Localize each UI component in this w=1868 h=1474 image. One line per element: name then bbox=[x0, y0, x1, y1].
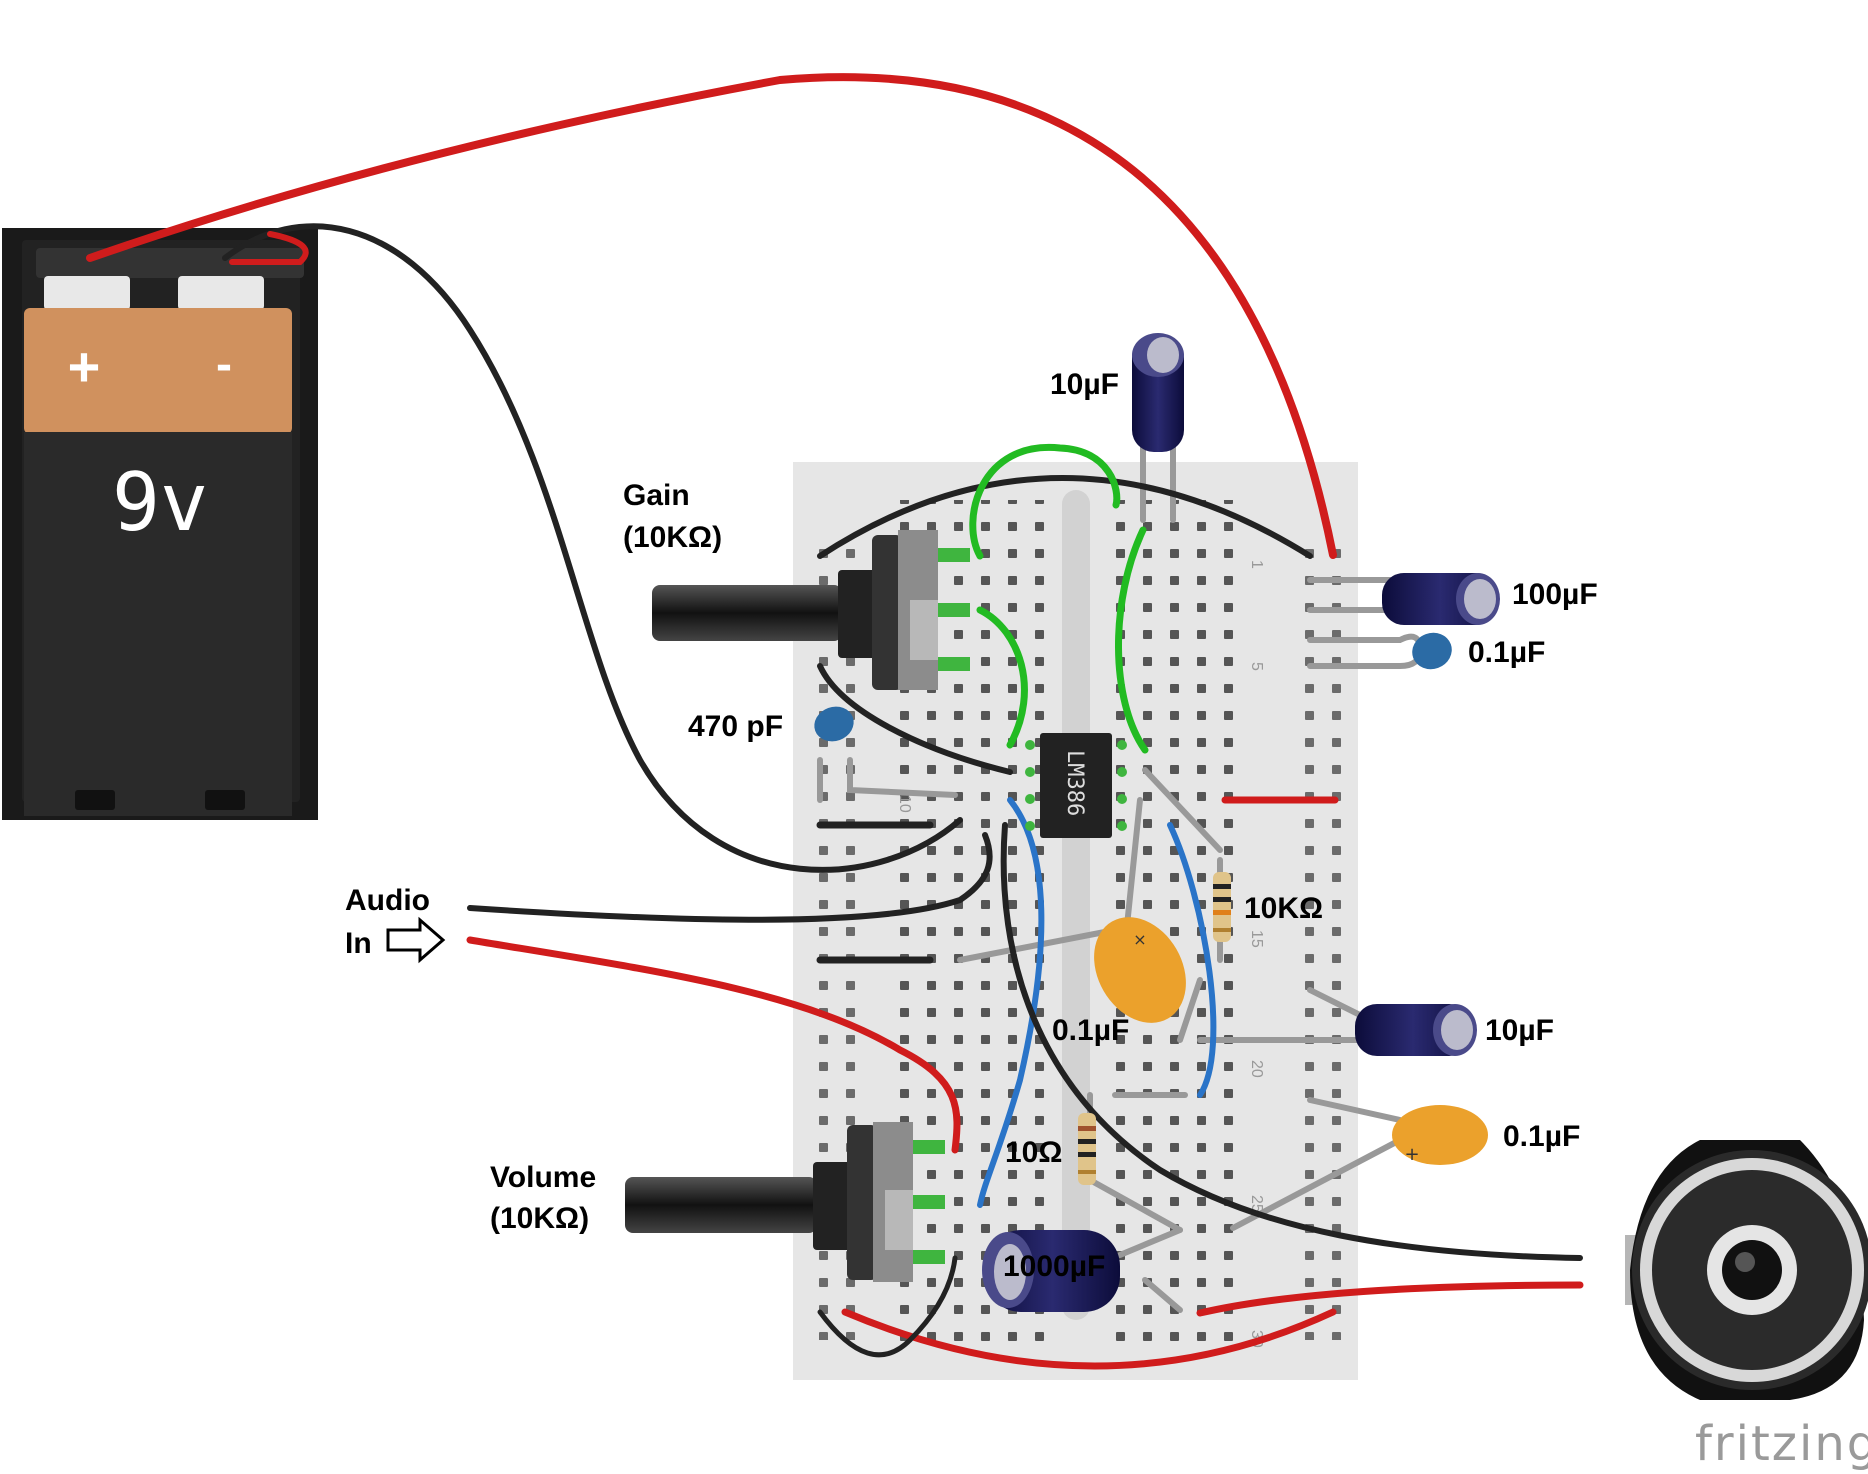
audio-in-label: Audio bbox=[345, 884, 430, 917]
breadboard-number: 5 bbox=[1248, 662, 1265, 671]
capacitor-tantalum-right: + bbox=[1392, 1105, 1488, 1165]
capacitor-10uF-right bbox=[1355, 1004, 1477, 1056]
wire-black-speaker bbox=[1000, 822, 1583, 1261]
chip-label: LM386 bbox=[1062, 750, 1087, 816]
breadboard-number: 25 bbox=[1248, 1195, 1265, 1213]
breadboard-number: 15 bbox=[1248, 930, 1265, 948]
audio-in-arrow-icon bbox=[386, 916, 446, 964]
wire-red-audio-in bbox=[466, 936, 961, 1154]
volume-potentiometer bbox=[625, 1122, 945, 1282]
resistor-10k bbox=[1213, 872, 1231, 942]
capacitor-tantalum-0-1uF: × bbox=[1094, 917, 1186, 1023]
battery-voltage-label: 9v bbox=[112, 456, 208, 549]
capacitor-0-1uF-ceramic bbox=[1412, 632, 1452, 670]
battery-9v: + - 9v bbox=[2, 228, 318, 820]
volume-label: Volume bbox=[490, 1161, 596, 1194]
gain-label: Gain bbox=[623, 479, 690, 512]
breadboard-number: 1 bbox=[1248, 560, 1265, 569]
cap-0-1uF-a-label: 0.1µF bbox=[1468, 636, 1545, 669]
res-10k-label: 10KΩ bbox=[1244, 892, 1323, 925]
fritzing-logo: fritzing bbox=[1695, 1416, 1868, 1472]
cap-470pF-label: 470 pF bbox=[688, 710, 783, 743]
battery-minus-label: - bbox=[216, 338, 232, 391]
res-10-ohm-label: 10Ω bbox=[1005, 1136, 1062, 1169]
gain-potentiometer bbox=[652, 530, 970, 690]
audio-in-label-2: In bbox=[345, 927, 372, 960]
capacitor-470pF bbox=[814, 706, 854, 742]
capacitor-100uF bbox=[1382, 573, 1500, 625]
battery-plus-label: + bbox=[68, 335, 101, 398]
svg-text:×: × bbox=[1133, 930, 1146, 949]
capacitor-1000uF bbox=[982, 1230, 1120, 1312]
wire-red-battery-plus bbox=[86, 73, 1337, 559]
svg-text:+: + bbox=[1404, 1144, 1419, 1165]
lm386-chip: LM386 bbox=[1025, 733, 1127, 838]
speaker bbox=[1625, 1140, 1868, 1400]
cap-10uF-right-label: 10µF bbox=[1485, 1014, 1554, 1047]
wires bbox=[86, 73, 1584, 1370]
wire-black-audio-in bbox=[467, 832, 993, 923]
cap-0-1uF-b-label: 0.1µF bbox=[1052, 1014, 1129, 1047]
resistor-10-ohm bbox=[1078, 1113, 1096, 1185]
cap-0-1uF-c-label: 0.1µF bbox=[1503, 1120, 1580, 1153]
cap-10uF-top-label: 10µF bbox=[1050, 368, 1119, 401]
breadboard-number: 10 bbox=[896, 795, 913, 813]
breadboard-number: 20 bbox=[1248, 1060, 1265, 1078]
volume-value-label: (10KΩ) bbox=[490, 1202, 589, 1235]
capacitor-10uF-top bbox=[1132, 333, 1184, 452]
gain-value-label: (10KΩ) bbox=[623, 521, 722, 554]
cap-100uF-label: 100µF bbox=[1512, 578, 1598, 611]
wire-black-battery-minus bbox=[222, 223, 963, 873]
cap-1000uF-label: 1000µF bbox=[1003, 1250, 1105, 1283]
wire-red-speaker bbox=[1196, 1281, 1584, 1317]
